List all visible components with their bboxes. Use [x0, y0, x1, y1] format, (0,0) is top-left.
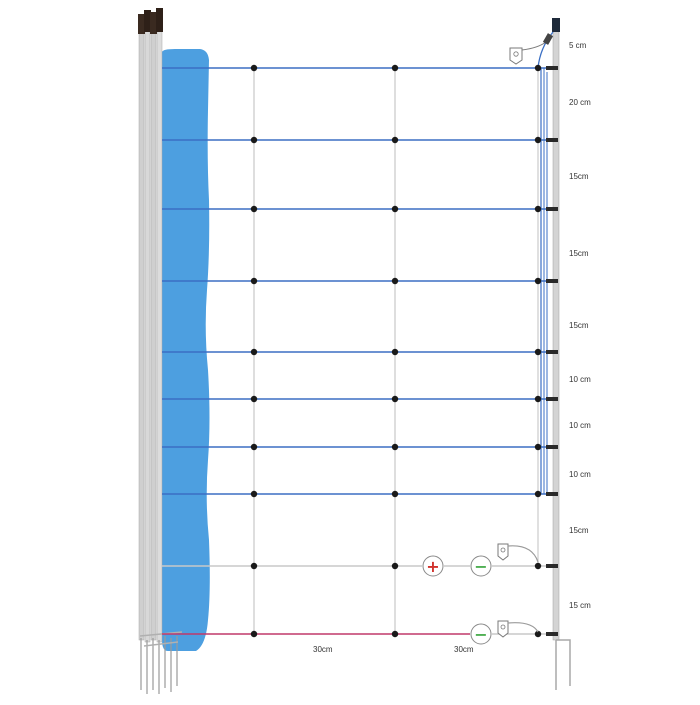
wire-knot — [250, 630, 258, 638]
wire-knot — [250, 443, 258, 451]
spacing-label: 15cm — [569, 526, 589, 535]
spacing-label: 20 cm — [569, 98, 591, 107]
post-insulator — [546, 632, 558, 636]
wire-knot — [250, 395, 258, 403]
spacing-label: 15cm — [569, 321, 589, 330]
post-insulator — [546, 279, 558, 283]
width-label: 30cm — [313, 645, 333, 654]
width-label: 30cm — [454, 645, 474, 654]
wire-knot — [534, 490, 542, 498]
spacing-label: 15cm — [569, 249, 589, 258]
spacing-label: 15 cm — [569, 601, 591, 610]
connector-clip-icon — [497, 543, 539, 638]
post-insulator — [546, 350, 558, 354]
spacing-label: 5 cm — [569, 41, 587, 50]
spacing-label: 10 cm — [569, 421, 591, 430]
minus-icon: − — [470, 555, 492, 577]
wire-knot — [534, 395, 542, 403]
wire-knot — [250, 348, 258, 356]
wire-knot — [534, 64, 542, 72]
post-insulator — [546, 207, 558, 211]
connector-clip-icon — [509, 33, 554, 65]
wire-knot — [391, 630, 399, 638]
post-insulator — [546, 138, 558, 142]
wire-knot — [534, 277, 542, 285]
wire-knot — [250, 205, 258, 213]
wire-knot — [250, 64, 258, 72]
wire-knot — [391, 136, 399, 144]
post-insulator — [546, 66, 558, 70]
spacing-label: 15cm — [569, 172, 589, 181]
wire-knot — [250, 136, 258, 144]
post-insulator — [546, 445, 558, 449]
minus-symbol: − — [474, 625, 487, 644]
post-insulator — [546, 492, 558, 496]
spacing-label: 10 cm — [569, 375, 591, 384]
plus-icon: + — [422, 555, 444, 577]
wire-knot — [391, 64, 399, 72]
wire-knot — [534, 562, 542, 570]
minus-icon: − — [470, 623, 492, 645]
wire-knot — [391, 490, 399, 498]
wire-knot — [250, 490, 258, 498]
stacked-posts — [138, 8, 183, 694]
wire-knot — [391, 277, 399, 285]
wire-knot — [391, 562, 399, 570]
wire-knot — [391, 443, 399, 451]
vertical-connector-wires — [537, 31, 554, 565]
wire-knot — [391, 348, 399, 356]
wire-knot — [250, 562, 258, 570]
rolled-net — [162, 49, 210, 651]
post-insulator — [546, 397, 558, 401]
wire-knot — [391, 395, 399, 403]
post-insulator — [546, 564, 558, 568]
spacing-label: 10 cm — [569, 470, 591, 479]
wire-knot — [391, 205, 399, 213]
wire-knot — [534, 136, 542, 144]
wire-knot — [534, 348, 542, 356]
fence-post-icon — [552, 18, 571, 690]
wire-knots — [250, 64, 542, 638]
wire-knot — [250, 277, 258, 285]
wire-knot — [534, 205, 542, 213]
plus-symbol: + — [426, 557, 439, 576]
horizontal-wires — [162, 67, 553, 635]
wire-knot — [534, 443, 542, 451]
wire-knot — [534, 630, 542, 638]
post-insulators — [546, 66, 558, 636]
minus-symbol: − — [474, 557, 487, 576]
